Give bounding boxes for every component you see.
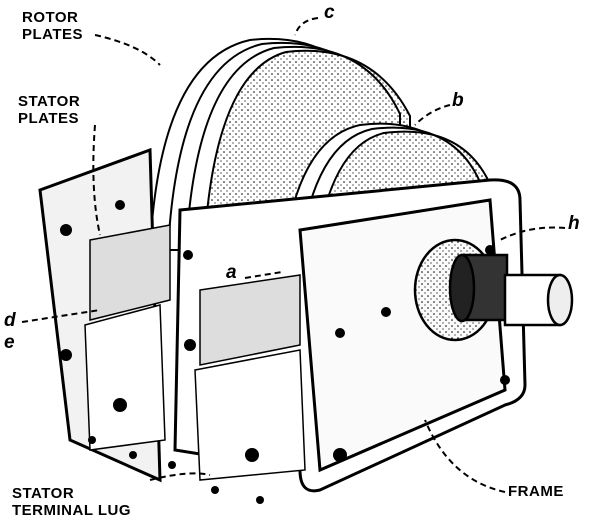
screws bbox=[60, 200, 510, 462]
label-d: d bbox=[4, 310, 16, 331]
stator-plates-label: STATOR PLATES bbox=[18, 93, 80, 127]
stator-plates-label-line2: PLATES bbox=[18, 110, 80, 127]
label-c: c bbox=[324, 2, 335, 23]
label-e: e bbox=[4, 332, 15, 353]
rotor-plates-label-line1: ROTOR bbox=[22, 9, 79, 26]
leader-lines bbox=[21, 17, 566, 493]
stator-plates bbox=[84, 224, 306, 481]
frame-label: FRAME bbox=[508, 483, 564, 500]
label-a: a bbox=[226, 262, 237, 283]
rotor-plates-label-line2: PLATES bbox=[22, 26, 84, 43]
ground-lugs bbox=[88, 436, 264, 504]
stator-terminal-lug-label: STATOR TERMINAL LUG bbox=[12, 485, 131, 519]
rotor-plates-label: ROTOR PLATES bbox=[22, 9, 83, 43]
label-h: h bbox=[568, 213, 580, 234]
stator-terminal-lug-label-line1: STATOR bbox=[12, 485, 75, 502]
stator-plates-label-line1: STATOR bbox=[18, 93, 81, 110]
label-b: b bbox=[452, 90, 464, 111]
stator-terminal-lug-label-line2: TERMINAL LUG bbox=[12, 502, 132, 519]
shaft bbox=[413, 238, 574, 342]
